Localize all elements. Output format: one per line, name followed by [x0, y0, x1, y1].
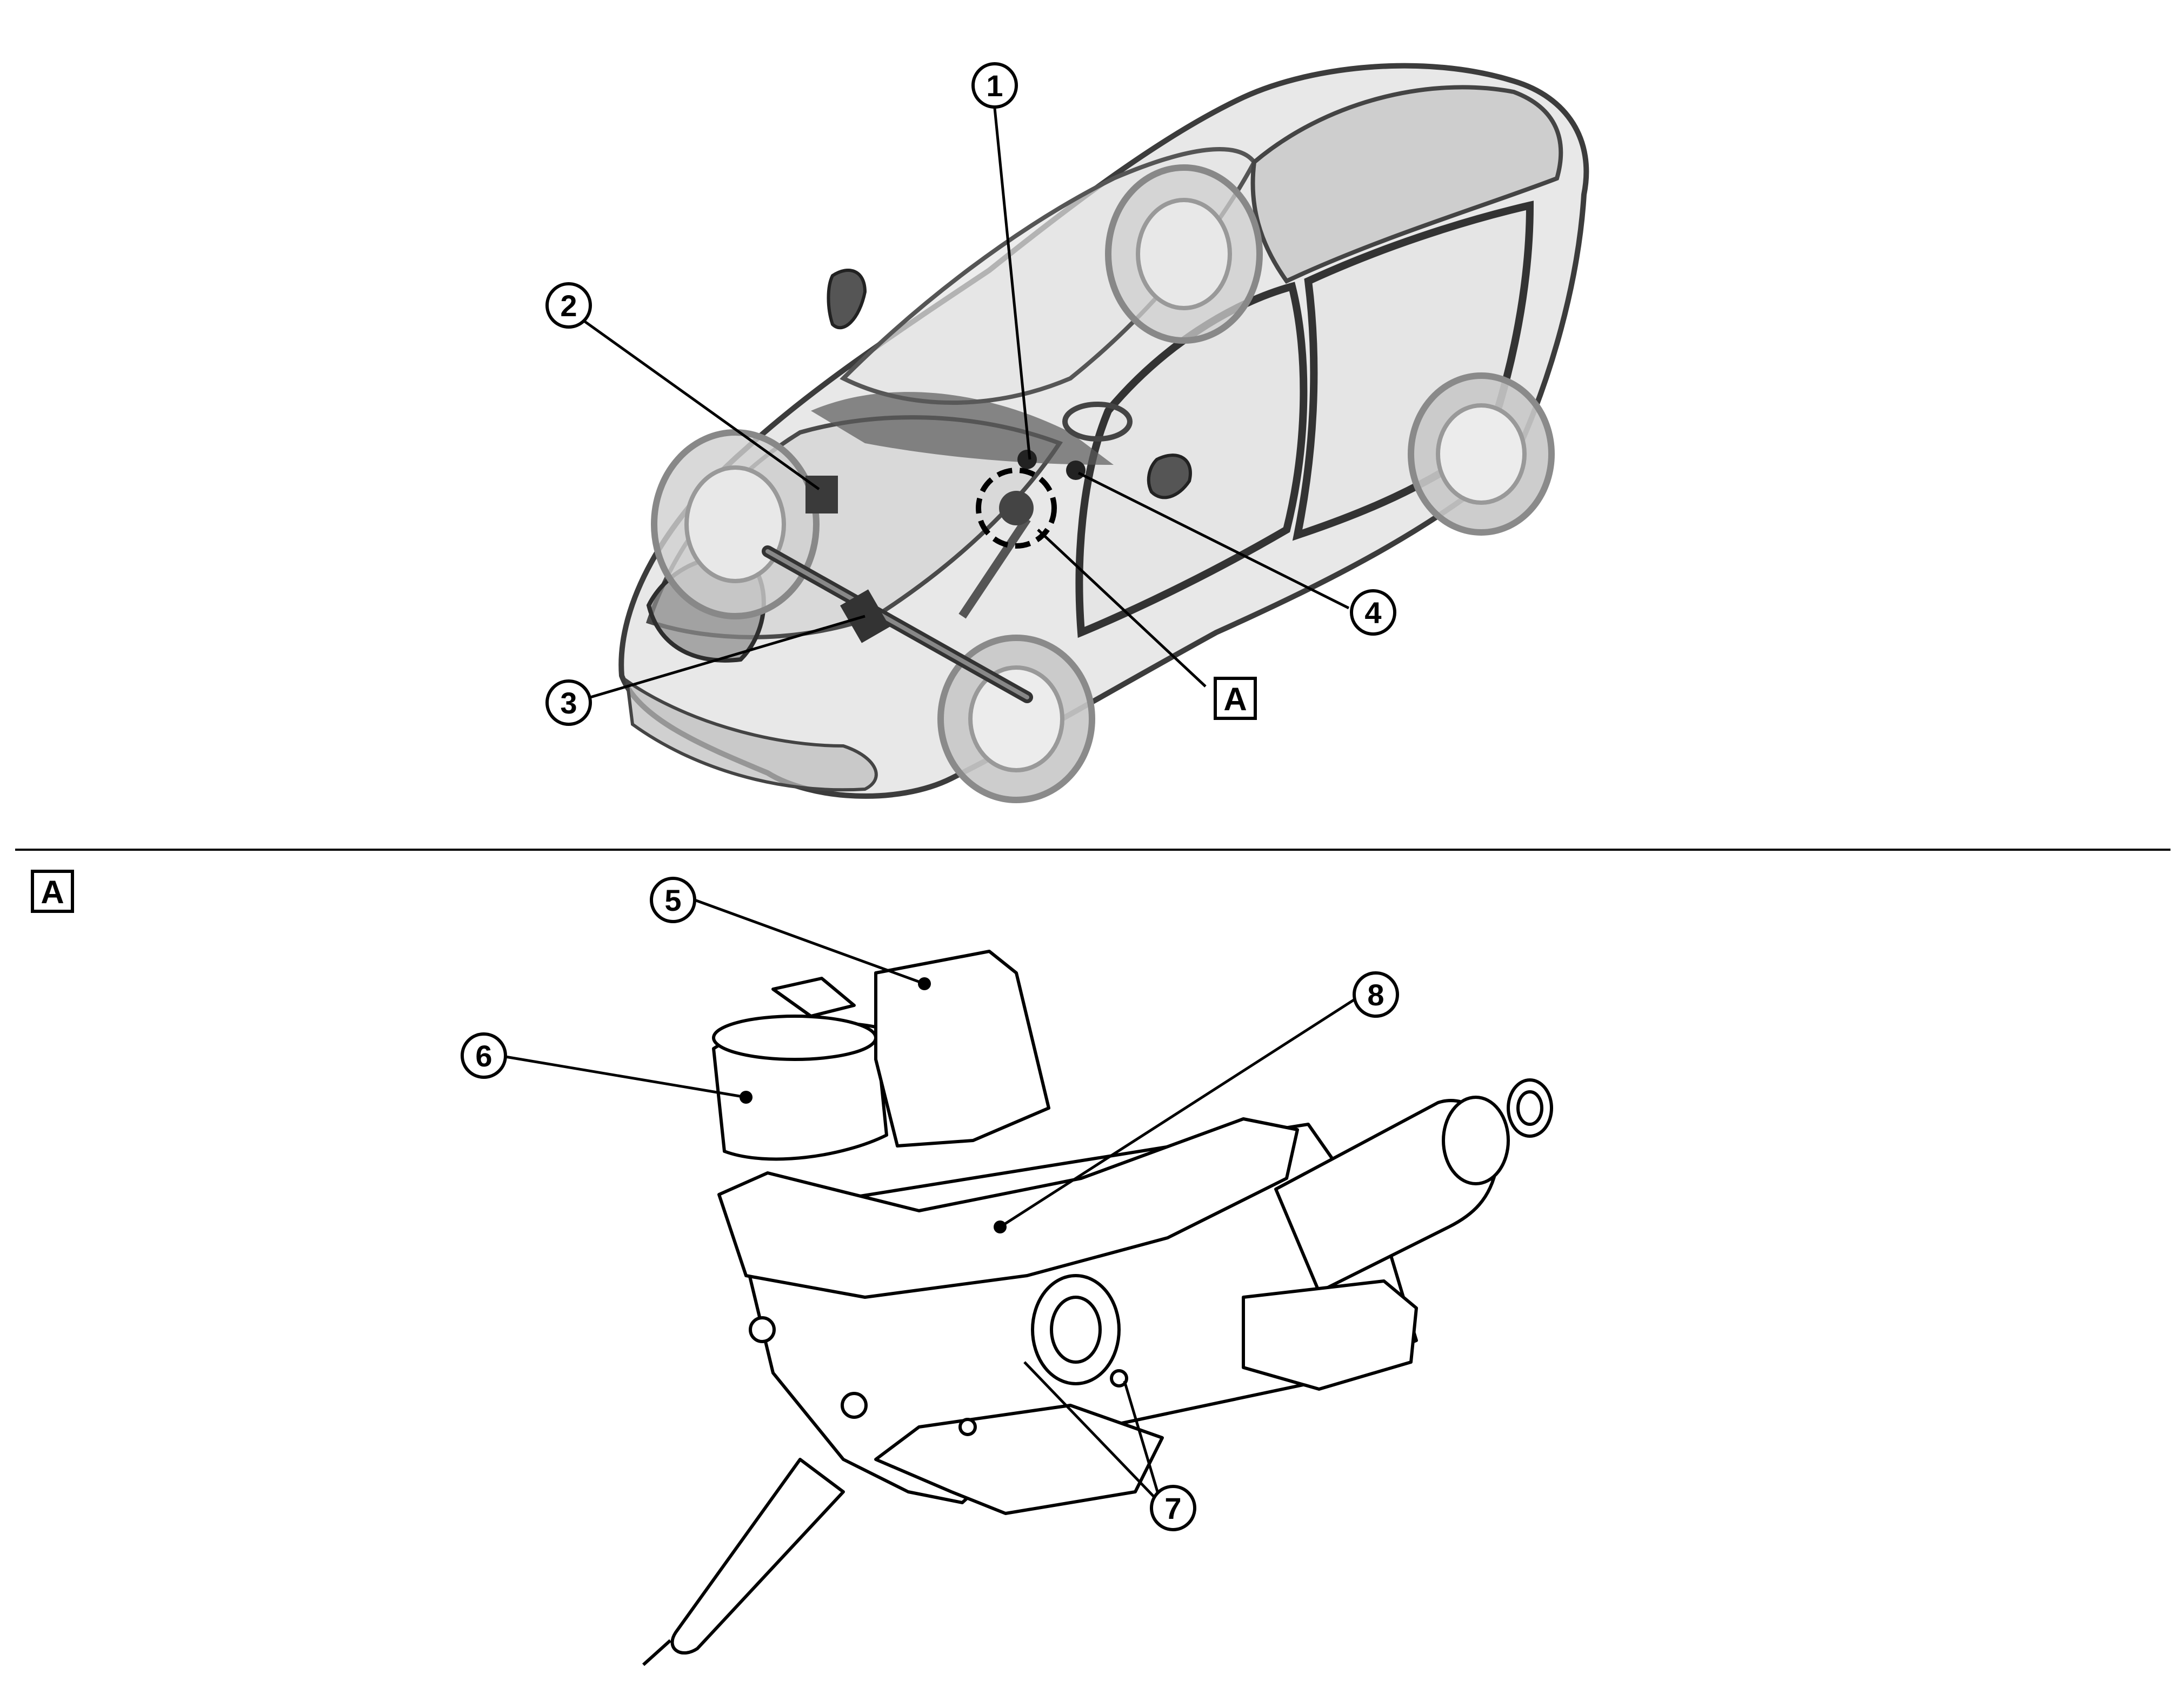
pivot-bolt — [749, 1316, 776, 1343]
front-right-wheel — [937, 635, 1095, 803]
leader-2 — [580, 317, 820, 491]
leader-8 — [999, 996, 1359, 1229]
callout-8: 8 — [1353, 971, 1399, 1018]
callout-2: 2 — [545, 282, 592, 329]
callout-7: 7 — [1150, 1485, 1196, 1531]
mounting-bracket — [717, 1117, 1299, 1299]
leader-5-dot — [918, 977, 931, 990]
callout-8-label: 8 — [1367, 978, 1384, 1012]
leader-8-dot — [994, 1220, 1007, 1233]
leader-3 — [581, 615, 865, 702]
right-mirror — [1147, 453, 1192, 499]
leader-1 — [993, 108, 1031, 460]
callout-4: 4 — [1350, 589, 1396, 636]
control-unit-connector — [771, 977, 856, 1018]
leader-5 — [694, 898, 925, 985]
upper-shaft-collar — [1442, 1096, 1510, 1185]
left-mirror — [827, 269, 867, 330]
leader-6-dot — [740, 1091, 753, 1104]
detail-a-label-top: A — [1214, 677, 1257, 720]
leader-4 — [1077, 471, 1350, 610]
shaft-end — [642, 1639, 672, 1666]
callout-2-label: 2 — [560, 289, 577, 323]
mounting-bolt-2 — [1110, 1369, 1128, 1388]
tilt-bolt — [841, 1392, 868, 1419]
bottom-leader-lines — [505, 898, 1359, 1505]
callout-7-label: 7 — [1164, 1491, 1181, 1525]
front-left-wheel — [651, 429, 820, 619]
mounting-bolt-1 — [958, 1418, 977, 1436]
vehicle-front-bumper — [625, 677, 878, 792]
lower-shaft — [670, 1458, 845, 1655]
steering-column-marker — [999, 491, 1034, 525]
top-leader-lines — [580, 108, 1350, 702]
rear-left-wheel — [1105, 164, 1263, 344]
component-4-marker — [1066, 461, 1086, 480]
detail-a-text-top: A — [1223, 681, 1247, 717]
callout-6-label: 6 — [475, 1039, 492, 1073]
torque-sensor-bore — [1050, 1296, 1102, 1364]
callout-4-label: 4 — [1364, 596, 1381, 630]
leader-7b — [1123, 1380, 1163, 1505]
callout-3-label: 3 — [560, 686, 577, 720]
control-unit — [874, 950, 1050, 1148]
steering-wheel — [1062, 402, 1133, 442]
vehicle-roof — [1250, 85, 1563, 284]
detail-a-circle — [976, 468, 1057, 549]
vehicle-illustration — [618, 63, 1589, 803]
upper-shaft-spline — [1516, 1090, 1543, 1126]
assist-motor-end — [712, 1015, 877, 1061]
detail-a-label-bottom: A — [31, 870, 74, 913]
vehicle-dashboard — [811, 392, 1114, 465]
steering-column-assembly — [642, 950, 1553, 1666]
callout-6: 6 — [461, 1032, 507, 1079]
rear-bracket — [1242, 1279, 1418, 1391]
leader-a — [1037, 529, 1207, 688]
component-1-marker — [1017, 450, 1037, 469]
callout-1-label: 1 — [986, 69, 1003, 103]
callout-5-label: 5 — [664, 883, 681, 917]
leader-7a — [1023, 1361, 1162, 1505]
intermediate-shaft — [958, 516, 1031, 619]
callout-3: 3 — [545, 679, 592, 726]
leader-6 — [505, 1055, 747, 1099]
detail-a-text-bottom: A — [41, 874, 64, 910]
rear-right-wheel — [1408, 372, 1555, 536]
callout-1: 1 — [971, 62, 1018, 109]
callout-5: 5 — [650, 877, 696, 923]
